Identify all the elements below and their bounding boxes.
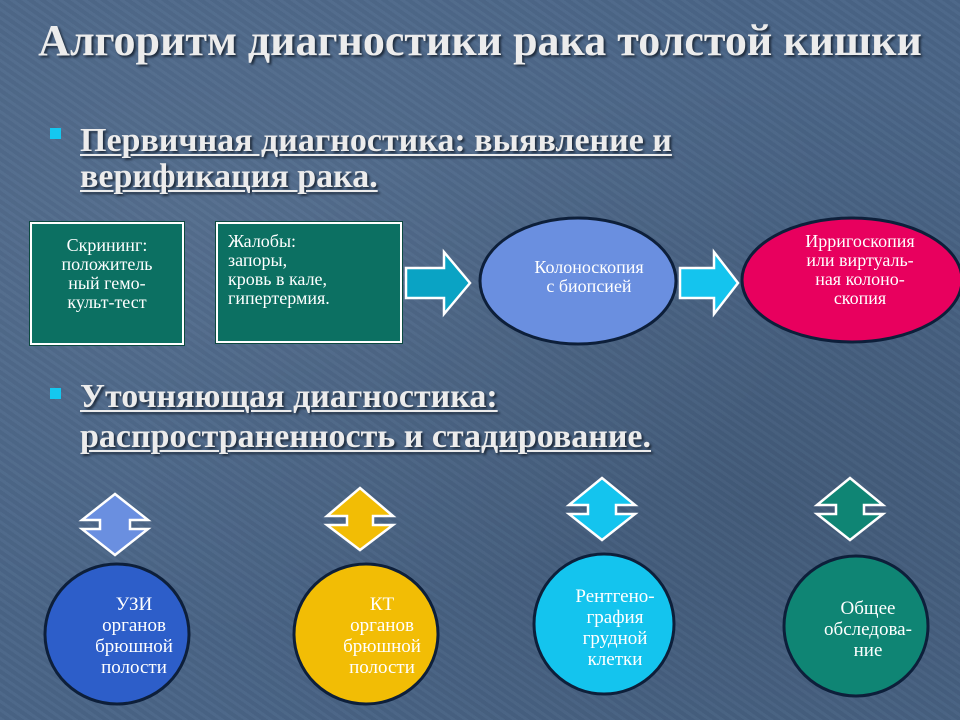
general-circle xyxy=(782,554,930,698)
usi-line: УЗИ xyxy=(115,594,153,615)
general-line: Общее xyxy=(840,598,896,619)
ct-label: КТ органов брюшной полости xyxy=(322,594,442,678)
usi-label: УЗИ органов брюшной полости xyxy=(74,594,194,678)
colonoscopy-line: с биопсией xyxy=(546,276,632,296)
double-arrow-icon xyxy=(813,476,887,542)
general-label: Общее обследова- ние xyxy=(806,598,930,661)
ct-circle xyxy=(292,562,440,706)
irrigoscopy-line: Ирригоскопия xyxy=(805,231,915,251)
complaints-line: кровь в кале, xyxy=(228,269,328,289)
right-arrow-icon xyxy=(404,248,472,318)
complaints-box: Жалобы: запоры, кровь в кале, гипертерми… xyxy=(215,221,403,344)
xray-line: Рентгено- xyxy=(575,586,655,607)
ct-line: брюшной xyxy=(343,636,421,657)
page-title: Алгоритм диагностики рака толстой кишки xyxy=(38,16,922,65)
ct-line: полости xyxy=(349,657,415,678)
double-arrow-icon xyxy=(78,492,152,557)
irrigoscopy-oval xyxy=(740,216,960,344)
colonoscopy-label: Колоноскопия с биопсией xyxy=(500,258,678,296)
secondary-heading-line2: распространенность и стадирование. xyxy=(80,418,652,455)
usi-line: полости xyxy=(101,657,167,678)
xray-circle xyxy=(532,552,676,696)
screening-line: положитель xyxy=(61,254,153,274)
irrigoscopy-line: ная колоно- xyxy=(815,269,905,289)
irrigoscopy-line: скопия xyxy=(833,288,887,308)
bullet-icon xyxy=(50,128,61,139)
bullet-icon xyxy=(50,388,61,399)
screening-line: культ-тест xyxy=(67,292,147,312)
screening-line: Скрининг: xyxy=(66,235,148,255)
secondary-heading-line1: Уточняющая диагностика: xyxy=(80,378,498,415)
complaints-line: запоры, xyxy=(228,250,288,270)
xray-label: Рентгено- графия грудной клетки xyxy=(556,586,674,670)
ct-line: органов xyxy=(350,615,414,636)
xray-line: графия xyxy=(586,607,644,628)
complaints-line: Жалобы: xyxy=(228,231,297,251)
double-arrow-icon xyxy=(323,486,397,552)
colonoscopy-line: Колоноскопия xyxy=(534,257,644,277)
xray-line: клетки xyxy=(587,649,643,670)
usi-circle xyxy=(43,562,191,706)
screening-line: ный гемо- xyxy=(68,273,146,293)
xray-line: грудной xyxy=(582,628,648,649)
complaints-line: гипертермия. xyxy=(228,288,330,308)
ct-line: КТ xyxy=(369,594,395,615)
right-arrow-icon xyxy=(678,248,740,318)
double-arrow-icon xyxy=(565,476,639,542)
usi-line: брюшной xyxy=(95,636,173,657)
irrigoscopy-label: Ирригоскопия или виртуаль- ная колоно- с… xyxy=(770,232,950,308)
general-line: ние xyxy=(853,640,883,661)
general-line: обследова- xyxy=(824,619,912,640)
irrigoscopy-line: или виртуаль- xyxy=(806,250,914,270)
primary-heading-line1: Первичная диагностика: выявление и xyxy=(80,122,672,159)
screening-box: Скрининг: положитель ный гемо- культ-тес… xyxy=(29,221,185,346)
colonoscopy-oval xyxy=(478,216,678,346)
usi-line: органов xyxy=(102,615,166,636)
primary-heading-line2: верификация рака. xyxy=(80,158,378,195)
